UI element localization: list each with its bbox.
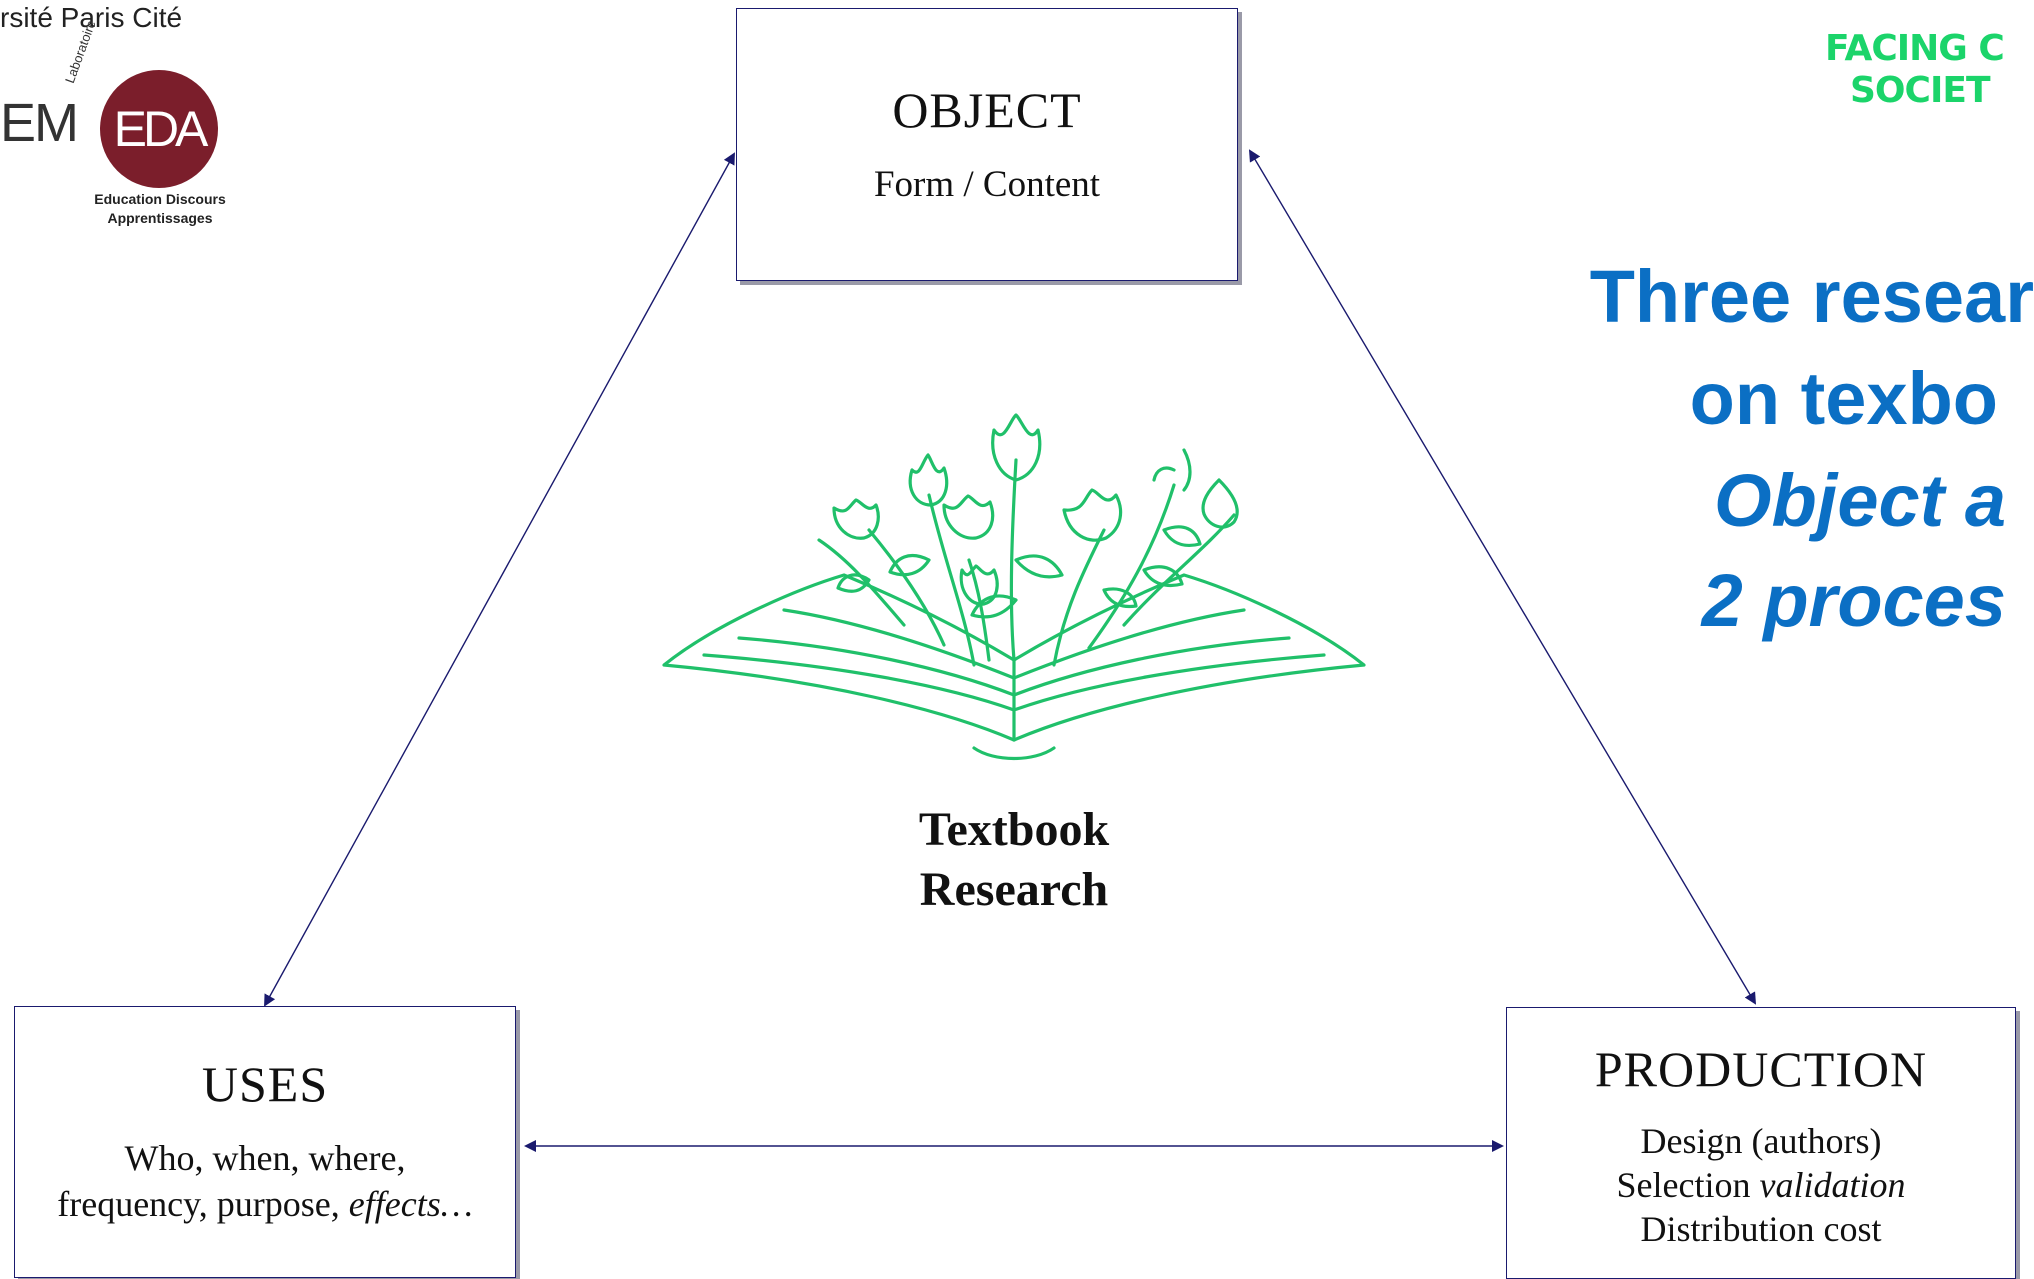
eda-logo-letters: EDA [113, 101, 209, 157]
center-title-line2: Research [919, 863, 1109, 916]
object-title: OBJECT [892, 82, 1082, 138]
uses-line2-italic: effects… [348, 1184, 473, 1224]
lab-logo-left-fragment: EM [0, 93, 79, 153]
heading-line2: on texbo [1689, 357, 1998, 440]
badge-line1: FACING C [1825, 28, 2005, 69]
heading-line3: Object a [1714, 459, 2006, 542]
uses-title: USES [201, 1056, 329, 1112]
production-box: PRODUCTION Design (authors) Selection va… [1506, 1007, 2016, 1279]
production-line2: Selection validation [1507, 1164, 2015, 1206]
production-title: PRODUCTION [1594, 1041, 1928, 1097]
object-box: OBJECT Form / Content [736, 8, 1238, 281]
center-title-line1: Textbook [918, 803, 1110, 856]
lab-name-line2: Apprentissages [107, 210, 213, 226]
heading: Three resear on texbo Object a 2 proces [1500, 250, 2034, 650]
lab-name-line1: Education Discours [94, 191, 226, 207]
lab-name: Education Discours Apprentissages [80, 190, 240, 228]
badge-line2: SOCIET [1850, 70, 1990, 111]
production-line2-italic: validation [1759, 1165, 1906, 1205]
production-line3: Distribution cost [1640, 1209, 1882, 1249]
heading-line4: 2 proces [1701, 559, 2006, 642]
center-title: Textbook Research [794, 800, 1234, 920]
uses-line1: Who, when, where, [124, 1138, 406, 1178]
uses-line2-plain: frequency, purpose, [57, 1184, 340, 1224]
eda-logo: EDA [100, 70, 218, 188]
book-flowers-illustration [662, 413, 1366, 761]
uses-line2: frequency, purpose, effects… [15, 1183, 515, 1225]
production-line2-plain: Selection [1616, 1165, 1751, 1205]
object-subtitle: Form / Content [873, 164, 1101, 205]
heading-line1: Three resear [1589, 255, 2034, 338]
production-line1: Design (authors) [1640, 1121, 1882, 1161]
university-name: rsité Paris Cité [0, 2, 183, 33]
uses-box: USES Who, when, where, frequency, purpos… [14, 1006, 516, 1278]
